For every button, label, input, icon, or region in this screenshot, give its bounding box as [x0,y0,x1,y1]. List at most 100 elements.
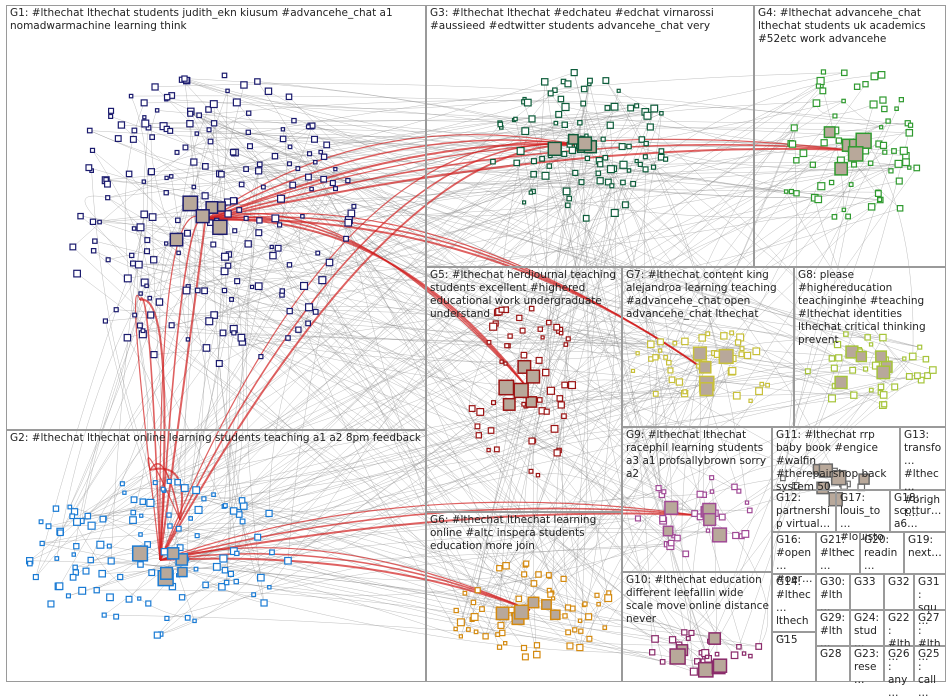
edge [690,516,701,672]
node [881,401,888,408]
edge [226,170,259,583]
node [229,148,237,156]
node [153,631,161,639]
node [894,159,903,168]
node [752,347,761,356]
node [92,238,98,244]
node [191,184,197,190]
node [815,83,822,89]
node [289,181,297,189]
node [238,497,246,504]
edge [604,167,917,628]
node [841,98,846,104]
node [243,215,249,221]
node [530,170,538,178]
edge [219,125,313,175]
node [564,604,572,611]
node [147,295,153,301]
node [271,152,279,160]
edge [233,332,675,344]
group-g26-box: G26: any… [884,646,914,699]
node [108,113,114,120]
group-g23-box: G23: rese… [850,646,884,686]
node [150,351,158,359]
edge [143,124,501,182]
node [113,613,120,620]
node [192,486,201,495]
node [229,297,234,302]
avatar-node [718,348,734,365]
node [688,629,695,637]
node [570,68,578,77]
node [845,213,851,220]
avatar-node [703,512,717,527]
edge [198,115,535,584]
edge [287,385,519,561]
edge [549,155,659,489]
group-g3-box: G3: #lthechat lthechat #edchateu #edchat… [426,5,754,267]
node [219,554,228,563]
node [295,326,302,333]
node [225,88,230,94]
node [681,629,688,636]
node [468,405,476,413]
node [564,80,572,88]
node [595,170,602,177]
group-g2-label: G2: #lthechat lthechat online learning s… [10,432,421,444]
node [792,482,800,490]
node [541,368,550,377]
node [659,658,666,665]
node [456,618,465,627]
edge [735,535,769,647]
edge [190,113,920,348]
edge [219,173,244,511]
edge [239,164,813,515]
node [744,500,750,505]
node [482,633,489,640]
edge [322,198,570,281]
edge [190,111,699,367]
node [106,593,114,602]
edge [782,184,852,479]
node [840,69,848,77]
node [659,110,664,116]
avatar-node [131,545,149,562]
node [125,170,133,178]
edge [124,361,502,493]
node [205,317,214,326]
avatar-node [818,463,834,478]
group-g6-label: G6: #lthechat lthechat learning online #… [430,514,600,552]
node [39,540,45,547]
edge [233,151,634,372]
node [620,179,626,186]
node [553,449,561,457]
group-g1-box: G1: #lthechat lthechat students judith_e… [6,5,426,430]
avatar-node [498,379,515,396]
avatar-node [541,599,552,610]
edge [69,506,474,603]
node [150,256,158,264]
group-g16-label: G16: #open… #oer… [776,534,813,585]
node [218,170,225,178]
node [347,209,356,218]
node [258,354,264,360]
node [553,120,559,126]
node [626,168,632,173]
node [279,135,287,143]
node [175,217,181,224]
avatar-node [858,473,870,485]
group-g22-label: G22: #lth… [888,612,911,663]
edge [153,259,659,489]
node [606,165,616,174]
group-g4-box: G4: #lthechat advancehe_chat lthechat st… [754,5,946,267]
node [269,251,277,260]
node [139,498,147,506]
node [543,408,550,415]
node [237,333,246,342]
node [557,95,565,103]
node [186,119,194,128]
avatar-node [708,632,722,645]
node [144,248,151,255]
node [618,143,626,151]
node [138,291,143,296]
